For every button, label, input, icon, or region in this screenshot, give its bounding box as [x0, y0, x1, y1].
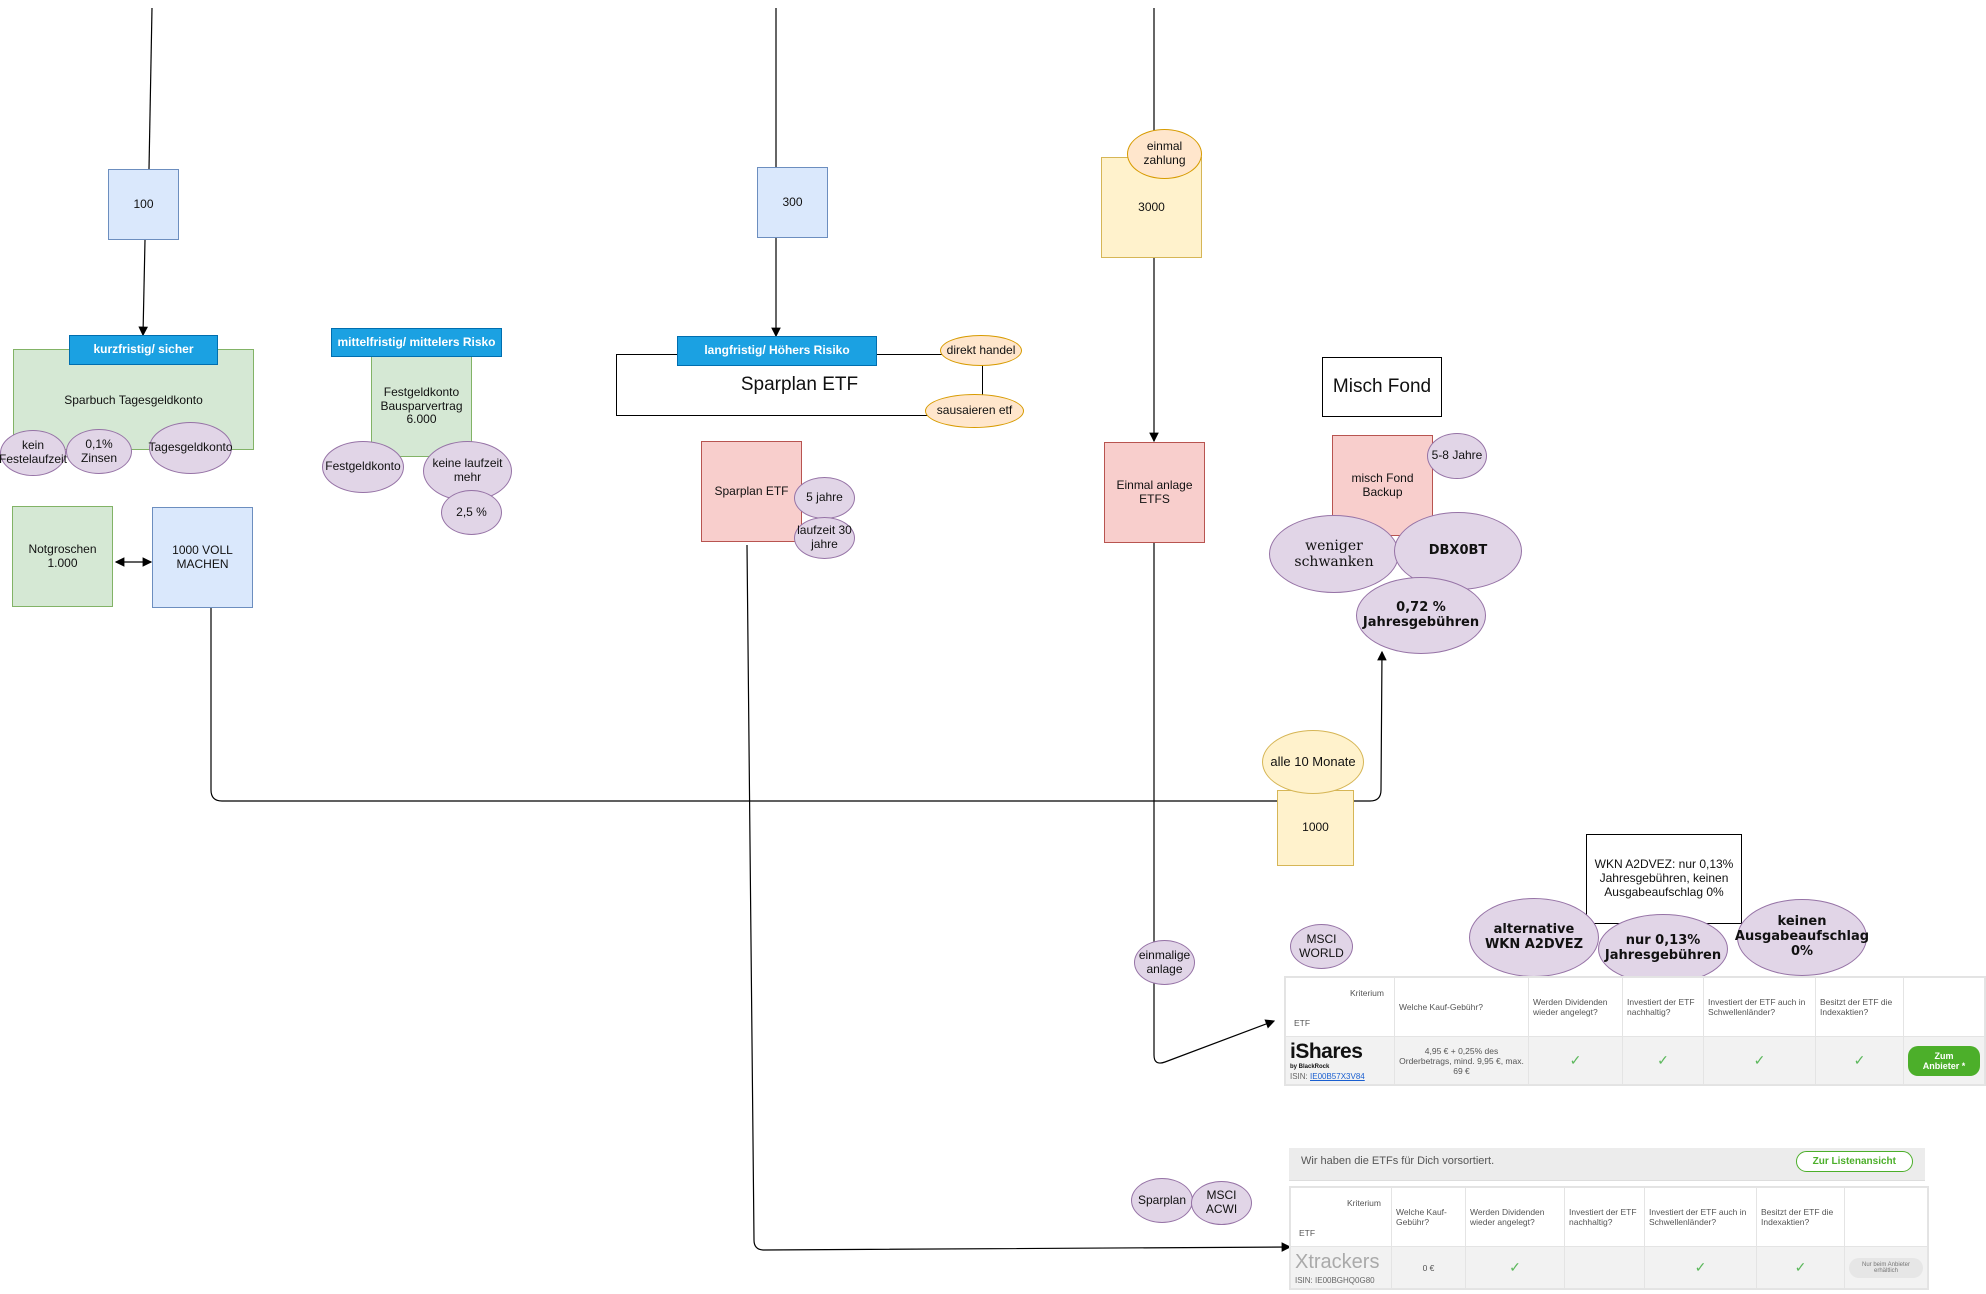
- check-icon: ✓: [1644, 1246, 1757, 1289]
- check-icon: ✓: [1815, 1036, 1904, 1085]
- check-icon: [1564, 1246, 1645, 1289]
- header-kurzfristig[interactable]: kurzfristig/ sicher: [69, 335, 218, 365]
- kriterium-label: Kriterium: [1349, 988, 1384, 998]
- etf-label: ETF: [1294, 1018, 1311, 1028]
- col-header-kaufgebuehr: Welche Kauf-Gebühr?: [1394, 977, 1529, 1037]
- col-header-schwellenlaender: Investiert der ETF auch in Schwellenländ…: [1703, 977, 1816, 1037]
- voll-machen-box[interactable]: 1000 VOLL MACHEN: [152, 507, 253, 608]
- etf-label: ETF: [1299, 1228, 1316, 1238]
- col-header-indexaktien: Besitzt der ETF die Indexaktien?: [1756, 1187, 1845, 1247]
- keine-laufzeit-bubble[interactable]: keine laufzeit mehr: [423, 441, 512, 501]
- keinen-ausgabe-bubble[interactable]: keinen Ausgabeaufschlag 0%: [1735, 899, 1869, 976]
- col-header-nachhaltig: Investiert der ETF nachhaltig?: [1564, 1187, 1645, 1247]
- einmalige-anlage-bubble[interactable]: einmalige anlage: [1134, 940, 1195, 985]
- zur-listenansicht-button[interactable]: Zur Listenansicht: [1795, 1151, 1913, 1172]
- edge-voll-to-mischfond: [210, 607, 1387, 802]
- alle-10-monate-bubble[interactable]: alle 10 Monate: [1262, 730, 1364, 794]
- fee-cell: 4,95 € + 0,25% des Orderbetrags, mind. 9…: [1394, 1036, 1529, 1085]
- prozent-2-5-bubble[interactable]: 2,5 %: [441, 490, 502, 535]
- col-header-indexaktien: Besitzt der ETF die Indexaktien?: [1815, 977, 1904, 1037]
- etf-sorted-bar: Wir haben die ETFs für Dich vorsortiert.…: [1289, 1148, 1925, 1181]
- zinsen-bubble[interactable]: 0,1% Zinsen: [66, 429, 132, 474]
- col-header-dividenden: Werden Dividenden wieder angelegt?: [1465, 1187, 1565, 1247]
- alternative-wkn-bubble[interactable]: alternative WKN A2DVEZ: [1469, 898, 1599, 977]
- sparplan-etf-box[interactable]: Sparplan ETF: [701, 441, 802, 542]
- kriterium-label: Kriterium: [1346, 1198, 1381, 1208]
- amount-box-300[interactable]: 300: [757, 167, 828, 238]
- check-icon: ✓: [1622, 1036, 1704, 1085]
- weniger-schwanken-bubble[interactable]: weniger schwanken: [1269, 515, 1399, 593]
- einmal-anlage-etfs-box[interactable]: Einmal anlage ETFS: [1104, 442, 1205, 543]
- misch-fond-title[interactable]: Misch Fond: [1322, 357, 1442, 417]
- msci-acwi-bubble[interactable]: MSCI ACWI: [1191, 1181, 1252, 1225]
- col-header-schwellenlaender: Investiert der ETF auch in Schwellenländ…: [1644, 1187, 1757, 1247]
- amount-box-1000[interactable]: 1000: [1277, 790, 1354, 866]
- col-header-nachhaltig: Investiert der ETF nachhaltig?: [1622, 977, 1704, 1037]
- nur-013-bubble[interactable]: nur 0,13% Jahresgebühren: [1598, 914, 1728, 984]
- festgeldkonto-box[interactable]: Festgeldkonto Bausparvertrag 6.000: [371, 356, 472, 457]
- sparplan-bubble[interactable]: Sparplan: [1131, 1178, 1193, 1223]
- header-langfristig[interactable]: langfristig/ Höhers Risiko: [677, 336, 877, 366]
- sausaieren-etf-bubble[interactable]: sausaieren etf: [925, 394, 1024, 428]
- sorted-intro-text: Wir haben die ETFs für Dich vorsortiert.: [1301, 1155, 1495, 1167]
- isin-text: ISIN: IE00BGHQ0G80: [1295, 1275, 1375, 1285]
- isin-link[interactable]: IE00B57X3V84: [1310, 1072, 1365, 1081]
- edge-100-to-kurzfristig: [138, 239, 148, 337]
- kein-festelaufzeit-bubble[interactable]: kein Festelaufzeit: [0, 430, 67, 476]
- amount-box-100[interactable]: 100: [108, 169, 179, 240]
- zum-anbieter-button[interactable]: Zum Anbieter *: [1908, 1045, 1980, 1076]
- header-mittelfristig[interactable]: mittelfristig/ mittelers Risko: [331, 328, 502, 357]
- check-icon: ✓: [1465, 1246, 1565, 1289]
- direkt-handel-bubble[interactable]: direkt handel: [940, 335, 1022, 366]
- col-header-dividenden: Werden Dividenden wieder angelegt?: [1528, 977, 1623, 1037]
- edge-einmal-to-ishares: [1153, 543, 1276, 1064]
- jahre-5-8-bubble[interactable]: 5-8 Jahre: [1427, 433, 1487, 479]
- etf-brand-cell: Xtrackers ISIN: IE00BGHQ0G80: [1290, 1246, 1392, 1289]
- jahresgebuehren-072-bubble[interactable]: 0,72 % Jahresgebühren: [1356, 577, 1486, 654]
- check-icon: ✓: [1756, 1246, 1845, 1289]
- col-header-kaufgebuehr: Welche Kauf-Gebühr?: [1391, 1187, 1466, 1247]
- wkn-note-box[interactable]: WKN A2DVEZ: nur 0,13% Jahresgebühren, ke…: [1586, 834, 1742, 924]
- notgroschen-box[interactable]: Notgroschen 1.000: [12, 506, 113, 607]
- xtrackers-logo: Xtrackers: [1295, 1250, 1380, 1273]
- check-icon: ✓: [1528, 1036, 1623, 1085]
- msci-world-bubble[interactable]: MSCI WORLD: [1290, 924, 1353, 969]
- festgeldkonto-bubble[interactable]: Festgeldkonto: [322, 441, 404, 493]
- laufzeit-30-bubble[interactable]: laufzeit 30 jahre: [794, 517, 855, 559]
- edge-sparplan-to-xtrackers: [746, 544, 1292, 1252]
- einmal-zahlung-label[interactable]: einmal zahlung: [1127, 129, 1202, 179]
- fee-cell: 0 €: [1391, 1246, 1466, 1289]
- tagesgeldkonto-bubble[interactable]: Tagesgeldkonto: [148, 422, 233, 474]
- edge-top-to-100: [148, 7, 153, 170]
- nur-beim-anbieter-button[interactable]: Nur beim Anbieter erhältlich: [1849, 1257, 1923, 1278]
- check-icon: ✓: [1703, 1036, 1816, 1085]
- fuenf-jahre-bubble[interactable]: 5 jahre: [794, 477, 855, 519]
